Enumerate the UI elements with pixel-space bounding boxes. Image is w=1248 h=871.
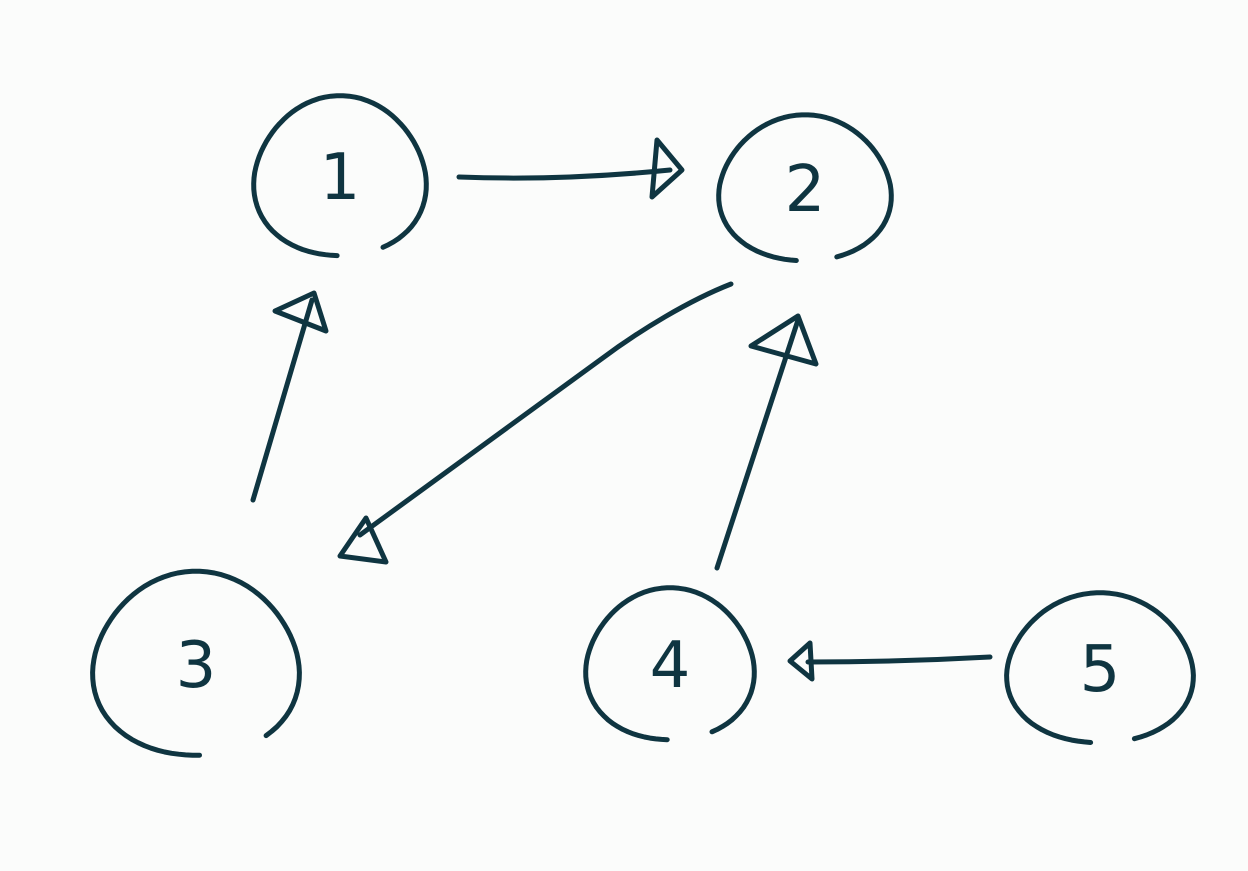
edge-shaft — [250, 297, 315, 503]
arrowhead-icon — [337, 515, 389, 565]
node-1: 1 — [251, 93, 429, 259]
edge-shaft — [805, 654, 993, 665]
arrowhead-icon — [649, 137, 685, 200]
arrowhead-icon — [748, 313, 819, 367]
node-circle — [583, 585, 757, 743]
node-circle — [716, 112, 894, 263]
node-2: 2 — [716, 112, 894, 263]
edge-shaft — [357, 281, 734, 538]
nodes-layer: 1 2 3 4 5 — [90, 93, 1196, 758]
node-label: 4 — [650, 629, 691, 703]
node-3: 3 — [90, 568, 302, 758]
node-circle — [1004, 590, 1196, 745]
edge-2-to-3 — [337, 281, 734, 565]
node-5: 5 — [1004, 590, 1196, 745]
node-label: 2 — [785, 153, 826, 227]
edge-4-to-2 — [714, 313, 819, 571]
edges-layer — [250, 137, 993, 682]
arrowhead-icon — [787, 640, 815, 682]
node-4: 4 — [583, 585, 757, 743]
edge-5-to-4 — [787, 640, 993, 682]
node-circle — [90, 568, 302, 758]
node-label: 5 — [1080, 633, 1121, 707]
node-label: 1 — [320, 141, 361, 215]
node-circle — [251, 93, 429, 259]
arrowhead-icon — [272, 290, 329, 334]
edge-3-to-1 — [250, 290, 329, 503]
edge-shaft — [456, 167, 673, 181]
edge-shaft — [714, 317, 801, 571]
edge-1-to-2 — [456, 137, 685, 200]
node-label: 3 — [176, 629, 217, 703]
